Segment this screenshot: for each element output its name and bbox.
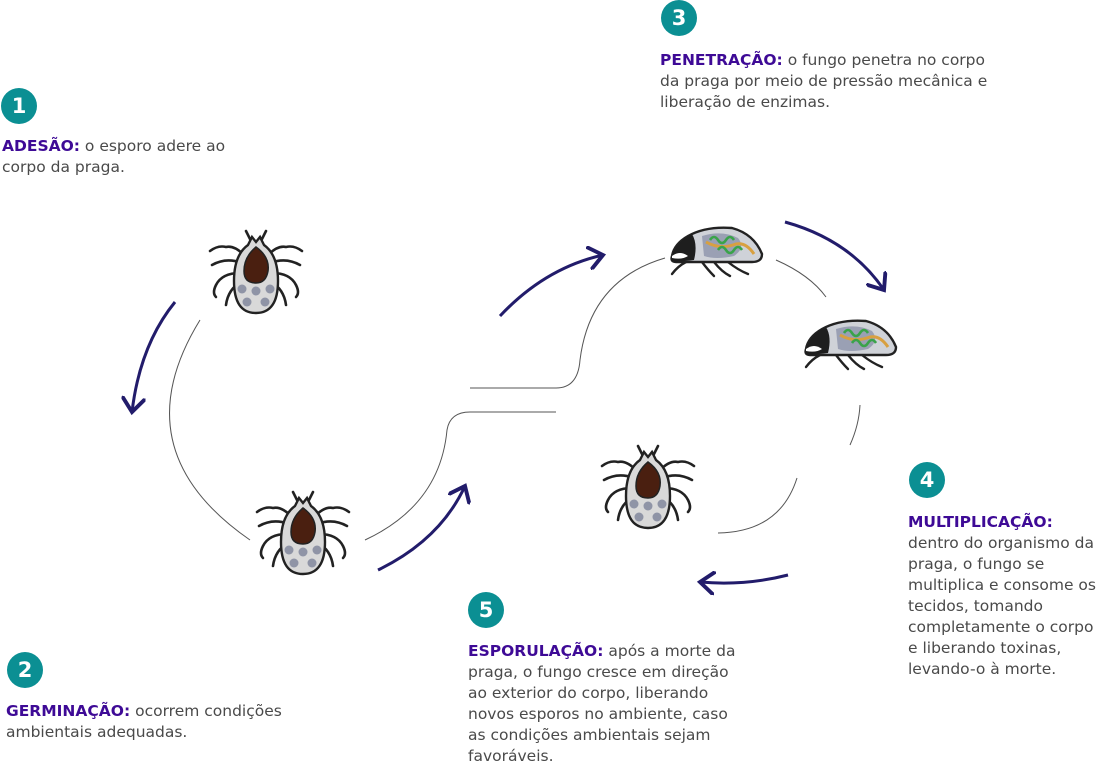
arrow-4-to-5 (700, 575, 789, 583)
step-2-title: GERMINAÇÃO: (6, 702, 131, 720)
step-1-badge: 1 (1, 88, 37, 124)
step-5-title: ESPORULAÇÃO: (468, 642, 604, 660)
step-4-badge: 4 (909, 462, 945, 498)
pest-multiplication-illustration (804, 319, 898, 371)
step-3-description: PENETRAÇÃO: o fungo penetra no corpo da … (660, 50, 1005, 113)
step-5-text: após a morte da praga, o fungo cresce em… (468, 642, 736, 765)
step-3-badge: 3 (661, 0, 697, 36)
tick-adhesion-illustration (208, 229, 304, 315)
arrow-2-to-3-b (498, 255, 603, 318)
step-2-text: ocorrem condições ambientais adequadas. (6, 702, 282, 741)
step-3-title: PENETRAÇÃO: (660, 51, 783, 69)
arrow-2-to-3-a (377, 486, 465, 572)
step-4-description: MULTIPLICAÇÃO: dentro do organismo da pr… (908, 512, 1104, 680)
step-4-title: MULTIPLICAÇÃO: (908, 513, 1053, 531)
cycle-arrows (132, 220, 884, 583)
step-3-text: o fungo penetra no corpo da praga por me… (660, 51, 988, 111)
step-2-description: GERMINAÇÃO: ocorrem condições ambientais… (6, 701, 326, 743)
step-2-badge: 2 (7, 652, 43, 688)
step-1-title: ADESÃO: (2, 137, 80, 155)
step-5-description: ESPORULAÇÃO: após a morte da praga, o fu… (468, 641, 743, 767)
pest-penetration-illustration (670, 226, 764, 278)
tick-germination-illustration (255, 490, 351, 576)
step-5-badge: 5 (468, 592, 504, 628)
cycle-guide-lines (169, 257, 861, 541)
tick-sporulation-illustration (600, 444, 696, 530)
step-1-text: o esporo adere ao corpo da praga. (2, 137, 226, 176)
step-4-text: dentro do organismo da praga, o fungo se… (908, 534, 1096, 678)
arrow-3-to-4 (784, 220, 884, 290)
arrow-1-to-2 (132, 301, 177, 412)
step-1-description: ADESÃO: o esporo adere ao corpo da praga… (2, 136, 242, 178)
